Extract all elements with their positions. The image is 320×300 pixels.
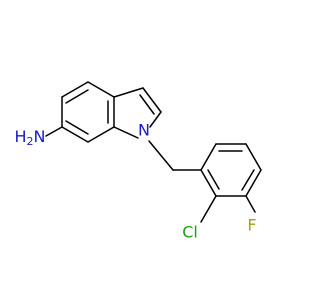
- bond: [245, 143, 262, 171]
- bond: [245, 169, 262, 197]
- bond: [207, 169, 220, 190]
- bond: [200, 195, 217, 223]
- bond: [61, 126, 89, 143]
- molecule-structure: H2N N Cl F: [15, 81, 262, 242]
- bond: [241, 169, 255, 191]
- bond: [200, 143, 217, 171]
- bond: [61, 81, 89, 98]
- bond: [139, 94, 155, 115]
- amine-h: H: [15, 127, 27, 146]
- bond: [200, 169, 217, 197]
- bond: [142, 87, 162, 113]
- amine-n: N: [34, 127, 46, 146]
- atom-label-fluorine: F: [247, 216, 256, 235]
- bond: [149, 111, 162, 128]
- bond: [113, 87, 144, 98]
- bond: [65, 120, 89, 135]
- atom-label-chlorine: Cl: [182, 223, 198, 242]
- bond: [65, 89, 89, 104]
- atom-label-nitrogen: N: [138, 121, 150, 140]
- bond: [113, 126, 139, 139]
- bond: [148, 140, 174, 171]
- bond: [245, 195, 256, 213]
- bond: [87, 126, 115, 143]
- bond: [87, 81, 115, 98]
- atom-label-amine: H2N: [15, 127, 46, 149]
- amine-subscript: 2: [27, 135, 34, 148]
- bond: [45, 126, 63, 137]
